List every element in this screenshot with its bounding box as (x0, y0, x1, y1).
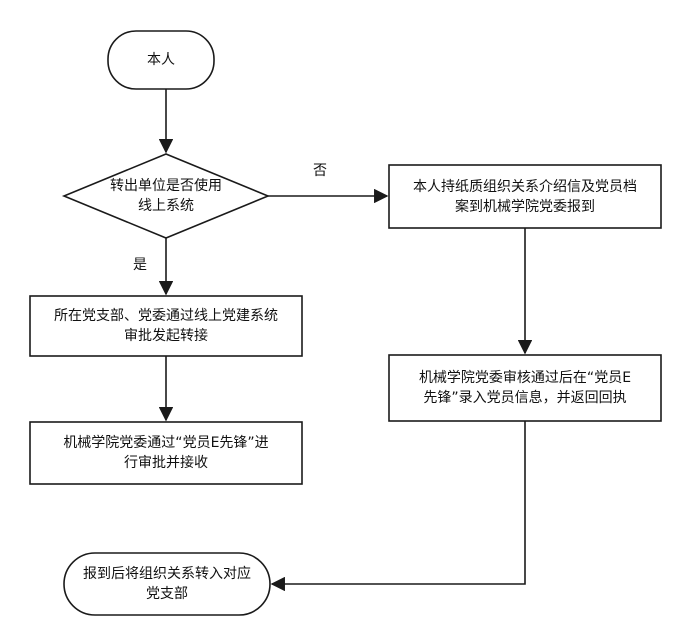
yes-edge-label: 是 (133, 257, 147, 273)
decision-node-label: 转出单位是否使用线上系统 (110, 178, 222, 214)
end-terminal-shape (63, 552, 271, 616)
school-approve-process-shape (29, 421, 303, 485)
offline-process-shape (388, 164, 662, 229)
edge-record-to-end (270, 421, 526, 592)
end-node-label: 报到后将组织关系转入对应党支部 (83, 566, 251, 602)
branch-submit-node-label: 所在党支部、党委通过线上党建系统审批发起转接 (54, 308, 278, 344)
no-edge-label: 否 (313, 163, 327, 179)
branch-submit-process-shape (29, 295, 303, 357)
start-node-label: 本人 (147, 52, 175, 68)
offline-node-label: 本人持纸质组织关系介绍信及党员档案到机械学院党委报到 (413, 178, 637, 215)
start-terminal-shape (107, 30, 215, 90)
school-approve-node-label: 机械学院党委通过“党员E先锋”进行审批并接收 (63, 435, 269, 471)
